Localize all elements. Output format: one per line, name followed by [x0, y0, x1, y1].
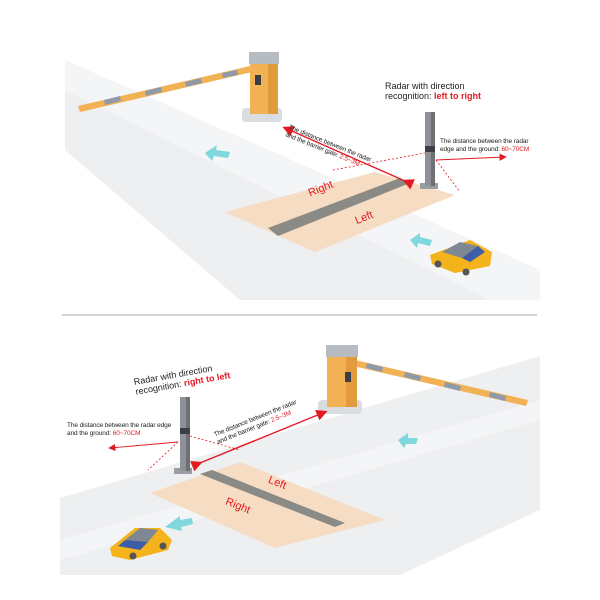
- caption-line1: Radar with direction: [385, 81, 465, 91]
- barrier-gate-top: [78, 52, 282, 122]
- distance-arrow-top: [282, 126, 415, 190]
- caption-prefix: recognition:: [385, 91, 435, 101]
- flow-arrow-icon: [205, 145, 230, 161]
- direction-value: left to right: [434, 91, 482, 101]
- flow-arrow-icon: [398, 433, 418, 448]
- top-diagram: [65, 52, 540, 300]
- label-prefix: and the ground:: [67, 429, 113, 437]
- label-line1: The distance between the radar edge: [67, 422, 172, 429]
- car-bottom: [110, 528, 172, 560]
- radar-caption-top: Radar with direction recognition: left t…: [385, 81, 481, 101]
- loop-stripe-bottom: [200, 470, 345, 527]
- caption-line2: recognition: left to right: [385, 91, 481, 101]
- radar-post-bottom: [174, 397, 192, 474]
- detection-zone-bottom: [150, 462, 385, 548]
- radar-post-top: [420, 112, 438, 189]
- ground-distance-value: 60~70CM: [501, 145, 530, 153]
- ground-distance-value: 60~70CM: [112, 429, 141, 437]
- bottom-diagram: [60, 345, 540, 575]
- loop-stripe-top: [268, 178, 410, 236]
- distance-ground-label-bottom: The distance between the radar edge and …: [67, 422, 171, 437]
- label-line1: The distance between the radar: [440, 138, 529, 145]
- distance-arrow-bottom: [190, 409, 328, 472]
- car-top: [430, 240, 492, 276]
- barrier-gate-bottom: [318, 345, 528, 414]
- label-line2: and the ground: 60~70CM: [67, 430, 171, 438]
- label-line2: edge and the ground: 60~70CM: [440, 146, 529, 154]
- label-prefix: edge and the ground:: [440, 145, 502, 153]
- distance-ground-label-top: The distance between the radar edge and …: [440, 138, 529, 153]
